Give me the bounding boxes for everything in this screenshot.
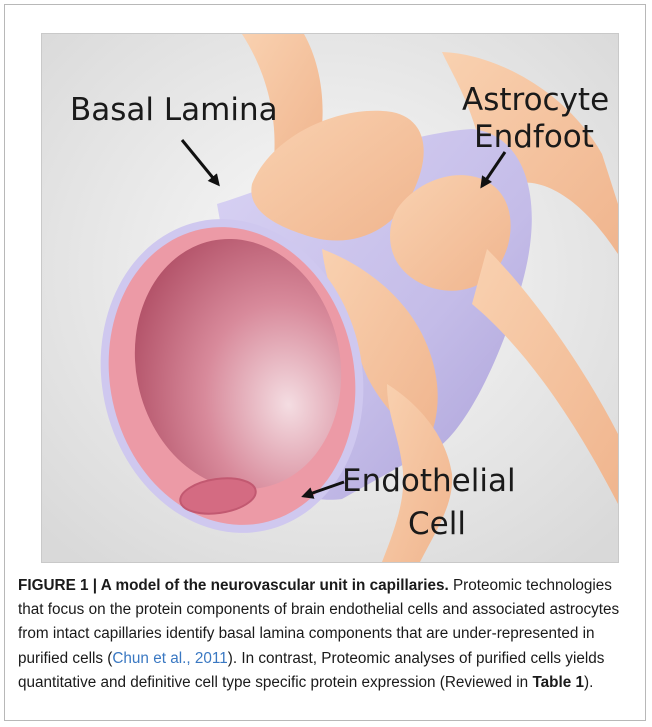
citation-link[interactable]: Chun et al., 2011	[112, 650, 227, 667]
astrocyte-label-line1: Astrocyte	[462, 82, 609, 118]
astrocyte-label-line2: Endfoot	[474, 119, 594, 155]
endothelial-label-line1: Endothelial	[342, 463, 516, 499]
endothelial-label-line2: Cell	[408, 506, 466, 542]
basal-lamina-label: Basal Lamina	[70, 92, 278, 128]
neurovascular-diagram: Basal Lamina Astrocyte Endfoot Endotheli…	[41, 33, 619, 563]
caption-text-part3: ).	[584, 674, 593, 691]
figure-caption: FIGURE 1 | A model of the neurovascular …	[18, 574, 634, 695]
diagram-canvas: Basal Lamina Astrocyte Endfoot Endotheli…	[42, 34, 618, 562]
figure-label: FIGURE 1 | A model of the neurovascular …	[18, 577, 449, 594]
table-reference-link[interactable]: Table 1	[532, 674, 584, 691]
